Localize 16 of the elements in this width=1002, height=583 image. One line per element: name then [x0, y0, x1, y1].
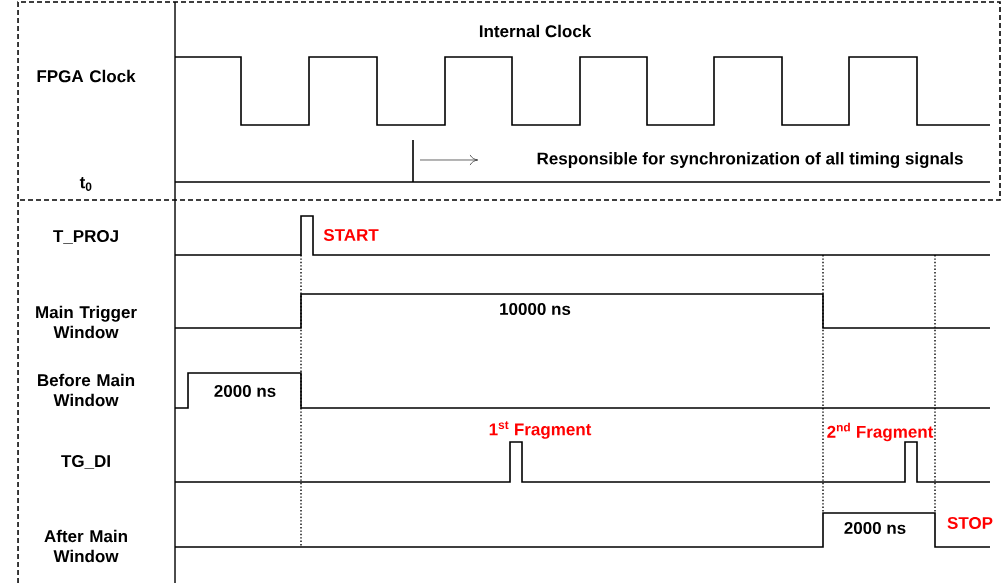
clock-title: Internal Clock	[479, 24, 592, 38]
signal-label: t$_{0}$	[79, 177, 92, 191]
duration-label: 10000 ns	[500, 302, 571, 315]
signal-label: TG_DI	[61, 455, 110, 469]
note-text: Responsible for synchronization of all timing signals	[537, 152, 963, 168]
event-label: STOP	[947, 516, 993, 529]
signal-label: After Main Window	[44, 529, 127, 563]
event-label: START	[323, 228, 379, 241]
signal-label: Main Trigger Window	[36, 305, 137, 339]
duration-label: 2000 ns	[214, 384, 276, 397]
duration-label: 2000 ns	[844, 521, 906, 534]
signal-label: FPGA Clock	[37, 69, 136, 83]
event-label: 2$^{nd}$ Fragment	[827, 422, 934, 442]
event-label: 1$^{st}$ Fragment	[489, 421, 592, 439]
signal-label: Before Main Window	[38, 373, 135, 407]
signal-label: T_PROJ	[53, 230, 118, 244]
